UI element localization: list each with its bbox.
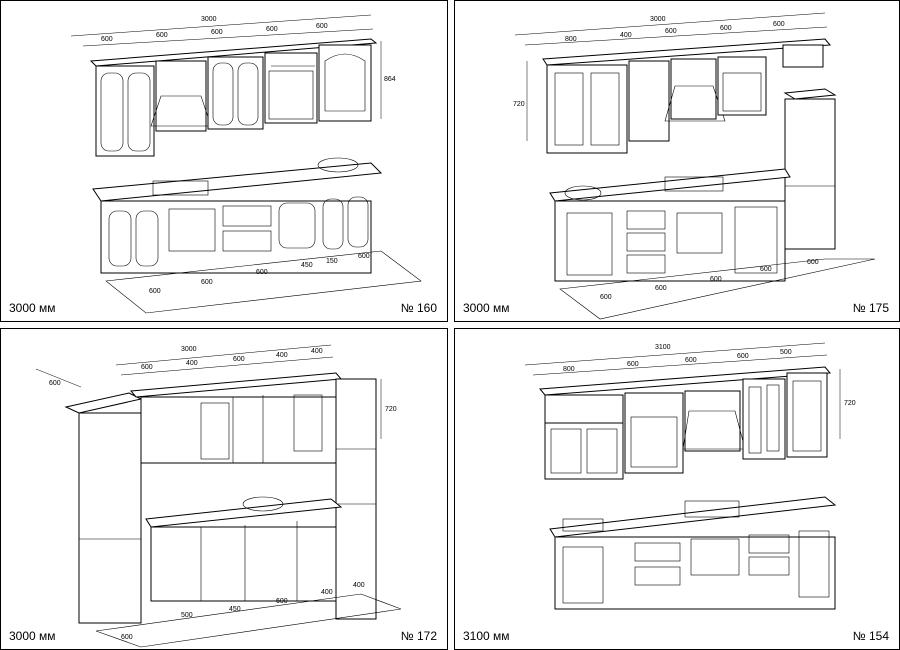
dim-top-5: 400	[311, 348, 323, 355]
dim-bottom-4: 450	[301, 262, 313, 269]
dim-bottom-5: 150	[326, 258, 338, 265]
dim-top-4: 600	[737, 353, 749, 360]
dim-top-1: 600	[141, 364, 153, 371]
dim-top-total: 3000	[201, 16, 217, 23]
dim-bottom-2: 600	[655, 285, 667, 292]
dim-top-3: 600	[233, 356, 245, 363]
dim-bottom-1: 600	[600, 294, 612, 301]
dim-side: 600	[49, 380, 61, 387]
kitchen-drawing-175: 3000 800 400 600 600 600 720	[513, 12, 876, 320]
kitchen-size-label: 3000 мм	[9, 629, 56, 643]
dim-top-4: 600	[266, 26, 278, 33]
dim-bottom-1: 600	[121, 634, 133, 641]
kitchen-panel-175: 3000 800 400 600 600 600 720	[454, 0, 900, 322]
dim-height: 864	[384, 76, 396, 83]
kitchen-size-label: 3100 мм	[463, 629, 510, 643]
dim-top-5: 600	[316, 23, 328, 30]
dim-top-1: 800	[563, 366, 575, 373]
kitchen-drawing-154: 3100 800 600 600 600 500 720	[524, 342, 856, 610]
dim-top-4: 400	[276, 352, 288, 359]
dim-top-2: 600	[627, 361, 639, 368]
dim-bottom-1: 600	[149, 288, 161, 295]
kitchen-panel-154: 3100 800 600 600 600 500 720	[454, 328, 900, 650]
dim-top-4: 600	[720, 25, 732, 32]
kitchen-panel-160: 3000 600 600 600 600 600 864	[0, 0, 448, 322]
dim-bottom-3: 450	[229, 606, 241, 613]
kitchen-number-label: № 160	[400, 301, 437, 315]
kitchen-size-label: 3000 мм	[9, 301, 56, 315]
kitchen-drawing-172: 3000 600 400 600 400 400 600 720	[35, 344, 402, 648]
dim-bottom-2: 500	[181, 612, 193, 619]
kitchen-number-label: № 175	[852, 301, 889, 315]
dim-height: 720	[513, 101, 525, 108]
dim-bottom-2: 600	[201, 279, 213, 286]
dim-top-5: 500	[780, 349, 792, 356]
dim-bottom-4: 600	[760, 266, 772, 273]
dim-top-2: 400	[620, 32, 632, 39]
dim-top-total: 3000	[650, 16, 666, 23]
kitchen-size-label: 3000 мм	[463, 301, 510, 315]
dim-top-2: 400	[186, 360, 198, 367]
kitchen-panel-172: 3000 600 400 600 400 400 600 720	[0, 328, 448, 650]
dim-bottom-3: 600	[710, 276, 722, 283]
dim-height: 720	[844, 400, 856, 407]
dim-bottom-5: 600	[807, 259, 819, 266]
dim-bottom-5: 400	[321, 589, 333, 596]
dim-top-total: 3100	[655, 344, 671, 351]
kitchen-number-label: № 154	[852, 629, 889, 643]
kitchen-number-label: № 172	[400, 629, 437, 643]
dim-top-3: 600	[685, 357, 697, 364]
dim-bottom-6: 400	[353, 582, 365, 589]
dim-bottom-6: 600	[358, 253, 370, 260]
dim-top-5: 600	[773, 21, 785, 28]
kitchen-drawing-160: 3000 600 600 600 600 600 864	[70, 14, 422, 314]
dim-top-1: 600	[101, 36, 113, 43]
dim-height: 720	[385, 406, 397, 413]
dim-top-1: 800	[565, 36, 577, 43]
dim-top-3: 600	[665, 28, 677, 35]
dim-top-3: 600	[211, 29, 223, 36]
dim-top-total: 3000	[181, 346, 197, 353]
dim-bottom-4: 600	[276, 598, 288, 605]
dim-top-2: 600	[156, 32, 168, 39]
dim-bottom-3: 600	[256, 269, 268, 276]
